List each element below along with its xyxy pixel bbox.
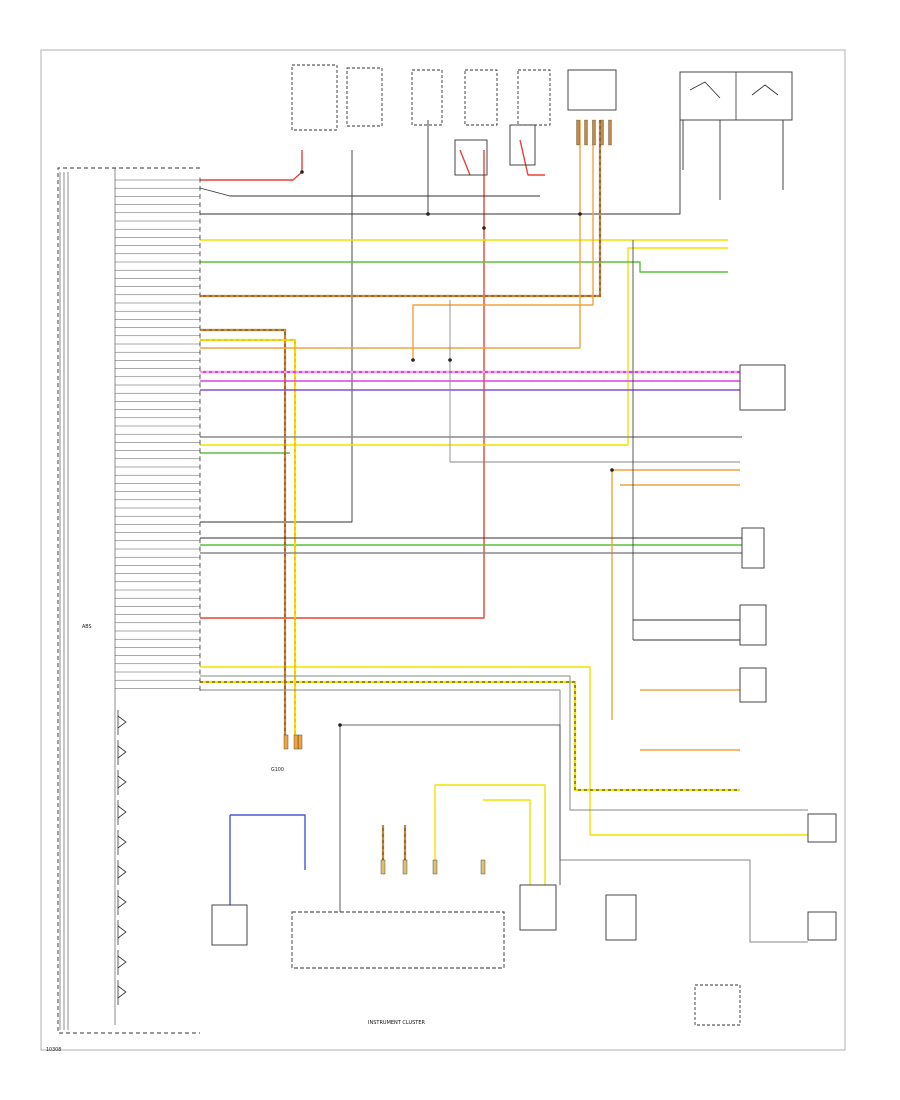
wire-brown-orange-2-tracer	[200, 329, 286, 735]
cluster-connector-pin	[432, 859, 438, 875]
splice-dot	[482, 226, 486, 230]
sensor-connector-pin	[576, 119, 580, 146]
splice-dot	[426, 212, 430, 216]
diagram-id: 10308	[46, 1047, 61, 1053]
wire-green-1	[200, 261, 728, 273]
left-front-wheel-speed-sensor	[807, 911, 837, 941]
relay-coil	[117, 805, 127, 819]
wire-black-gnd-1	[199, 187, 540, 197]
wire-layer	[59, 120, 808, 1030]
wire-yellow-orange-tracer	[200, 339, 296, 735]
relay-coil	[117, 955, 127, 969]
wire-brown-orange-1	[200, 120, 602, 298]
relay-coil	[117, 895, 127, 909]
wire-black-4	[200, 150, 353, 523]
right-front-wheel-speed-sensor	[741, 527, 765, 569]
connector-layer	[199, 119, 614, 875]
wire-gray-2	[449, 300, 740, 463]
wire-blue	[230, 814, 306, 870]
splice-dot	[338, 723, 342, 727]
relay-coil	[117, 745, 127, 759]
diagram-border	[40, 49, 846, 1051]
fuse-box-4	[464, 69, 498, 126]
splice-dot	[610, 468, 614, 472]
fuse-box-3	[411, 69, 443, 126]
sensor-connector-pin	[584, 119, 588, 146]
ground-connector-pin	[297, 734, 303, 750]
wire-orange-2	[412, 120, 594, 360]
wire-gray-5	[200, 689, 808, 943]
relay-coil	[117, 985, 127, 999]
sensor-connector-pin	[592, 119, 596, 146]
steering-angle-sensor	[567, 69, 617, 111]
splice-dot	[300, 170, 304, 174]
pump-motor-relay	[739, 364, 786, 411]
ground-connector-pin	[293, 734, 299, 750]
relay-coil	[117, 775, 127, 789]
text-layer: ABS G100 INSTRUMENT CLUSTER 10308	[46, 624, 426, 1053]
instrument-cluster-caption: INSTRUMENT CLUSTER	[368, 1020, 426, 1026]
splice-dot	[448, 358, 452, 362]
wire-yellow-black-tracer	[200, 681, 740, 791]
relay-coil	[117, 835, 127, 849]
ground-label: G100	[271, 767, 284, 773]
wire-brown-orange-2	[200, 328, 287, 735]
sensor-connector-pin	[600, 119, 604, 146]
wire-yellow-2	[200, 247, 728, 446]
brake-fluid-switch	[454, 139, 488, 176]
ground-connector-pin	[283, 734, 289, 750]
wire-orange-1	[200, 120, 581, 349]
abs-ecu-outline	[57, 167, 200, 1034]
data-link-connector	[694, 984, 741, 1026]
wire-black-gnd-2	[200, 120, 681, 215]
component-layer	[57, 64, 837, 1034]
wire-red-long	[200, 150, 485, 619]
left-rear-wheel-speed-sensor	[739, 604, 767, 646]
ecu-label: ABS	[82, 624, 92, 630]
instrument-cluster-box	[291, 911, 505, 969]
traction-control-switch	[605, 894, 637, 941]
wire-cluster-feed	[340, 724, 561, 885]
splice-dot	[578, 212, 582, 216]
wire-gray-4	[200, 675, 808, 811]
fuse-box-5	[517, 69, 551, 126]
cluster-connector-pin	[480, 859, 486, 875]
wire-red-fuse	[459, 149, 471, 176]
right-rear-wheel-speed-sensor	[807, 813, 837, 843]
relay-box	[509, 124, 536, 166]
relay-coil	[117, 865, 127, 879]
parking-brake-switch	[211, 904, 248, 946]
relay-coil	[117, 715, 127, 729]
fuse-box-2	[346, 67, 383, 127]
ebd-indicator	[519, 884, 557, 931]
cluster-connector-pin	[402, 859, 408, 875]
wire-red-relay	[519, 139, 545, 176]
wire-yellow-3	[200, 666, 808, 836]
switch-contact	[751, 84, 779, 96]
wire-yellow-black	[200, 680, 740, 792]
switch-contact	[689, 81, 721, 99]
wire-yellow-cluster-1	[435, 784, 546, 885]
fuse-box-1	[291, 64, 338, 131]
wire-red-feed	[200, 150, 303, 181]
pressure-sensor	[739, 667, 767, 703]
wire-brown-orange-1-tracer	[200, 120, 601, 297]
sensor-connector-pin	[608, 119, 612, 146]
splice-dot	[411, 358, 415, 362]
wire-yellow-cluster-3	[483, 799, 531, 885]
relay-coil	[117, 925, 127, 939]
cluster-connector-pin	[380, 859, 386, 875]
